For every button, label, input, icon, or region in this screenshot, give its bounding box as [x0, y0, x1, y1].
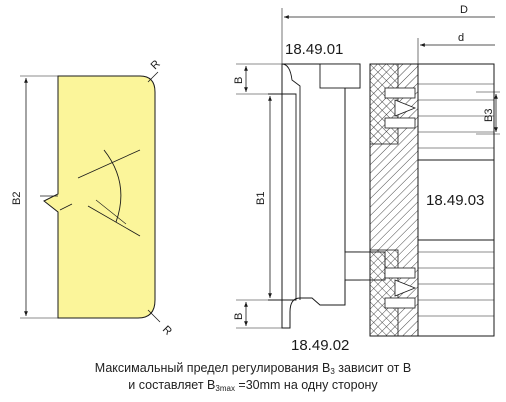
caption-1b: зависит от B — [334, 361, 412, 375]
profile-shape — [43, 75, 156, 319]
assembly-section: D d — [233, 4, 500, 354]
part-label-bottom: 18.49.02 — [291, 337, 349, 354]
dim-label-B-bottom: B — [233, 313, 245, 320]
dim-label-B-top: B — [233, 77, 245, 84]
dim-label-B2: B2 — [11, 192, 23, 205]
construction-arc — [103, 149, 122, 223]
part-label-right: 18.49.03 — [426, 192, 484, 209]
profile-blank: R R B2 — [11, 58, 174, 338]
radius-label-top: R — [149, 58, 163, 72]
caption-2b: =30mm на одну сторону — [234, 378, 378, 392]
part-label-top: 18.49.01 — [285, 41, 343, 58]
dim-label-B3: B3 — [483, 109, 495, 122]
caption-line-1: Максимальный предел регулирования B3 зав… — [0, 360, 506, 380]
radius-label-bottom: R — [160, 324, 174, 338]
dim-label-d: d — [458, 32, 464, 44]
technical-drawing: R R B2 D d — [11, 4, 500, 354]
caption-2-sub: 3max — [215, 384, 235, 393]
dim-label-B1: B1 — [255, 192, 267, 205]
dim-label-D: D — [460, 4, 468, 16]
caption-1-sub: 3 — [330, 367, 335, 376]
caption-line-2: и составляет B3max =30mm на одну сторону — [0, 377, 506, 397]
caption-2a: и составляет B — [128, 378, 216, 392]
cutter-outline — [281, 63, 361, 329]
caption-1a: Максимальный предел регулирования B — [94, 361, 331, 375]
